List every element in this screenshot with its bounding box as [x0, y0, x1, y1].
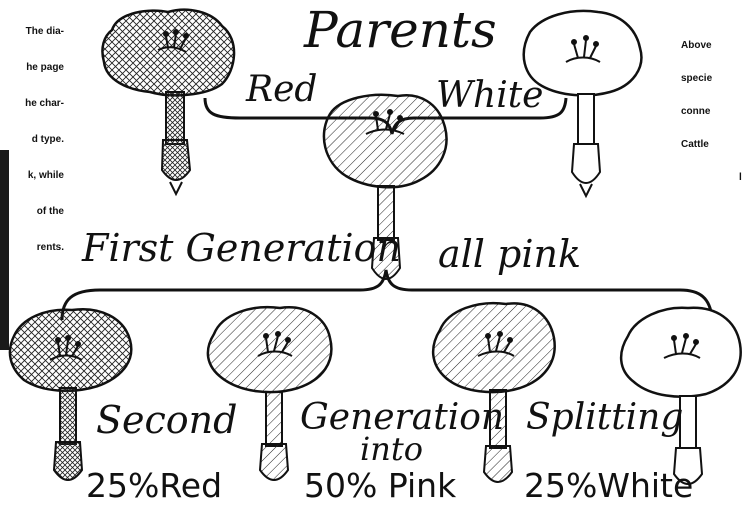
percentage-red: 25%Red — [86, 466, 222, 506]
parents-title: Parents — [304, 2, 497, 58]
second-gen-red-flower — [10, 309, 131, 480]
second-gen-white-flower — [621, 308, 741, 484]
second-generation-brace — [62, 270, 712, 320]
first-generation-note: all pink — [438, 232, 581, 276]
first-generation-label: First Generation — [82, 226, 401, 270]
parent-red-flower — [102, 10, 234, 194]
second-gen-word-splitting: Splitting — [526, 398, 683, 438]
parent-label-white: White — [436, 76, 543, 116]
percentage-pink: 50% Pink — [304, 466, 456, 506]
second-gen-word-second: Second — [96, 398, 237, 442]
second-gen-pink-flower-1 — [208, 307, 331, 480]
percentage-white: 25%White — [524, 466, 693, 506]
parent-label-red: Red — [246, 70, 317, 110]
second-gen-word-into: into — [360, 432, 423, 466]
second-gen-pink-flower-2 — [433, 303, 555, 482]
